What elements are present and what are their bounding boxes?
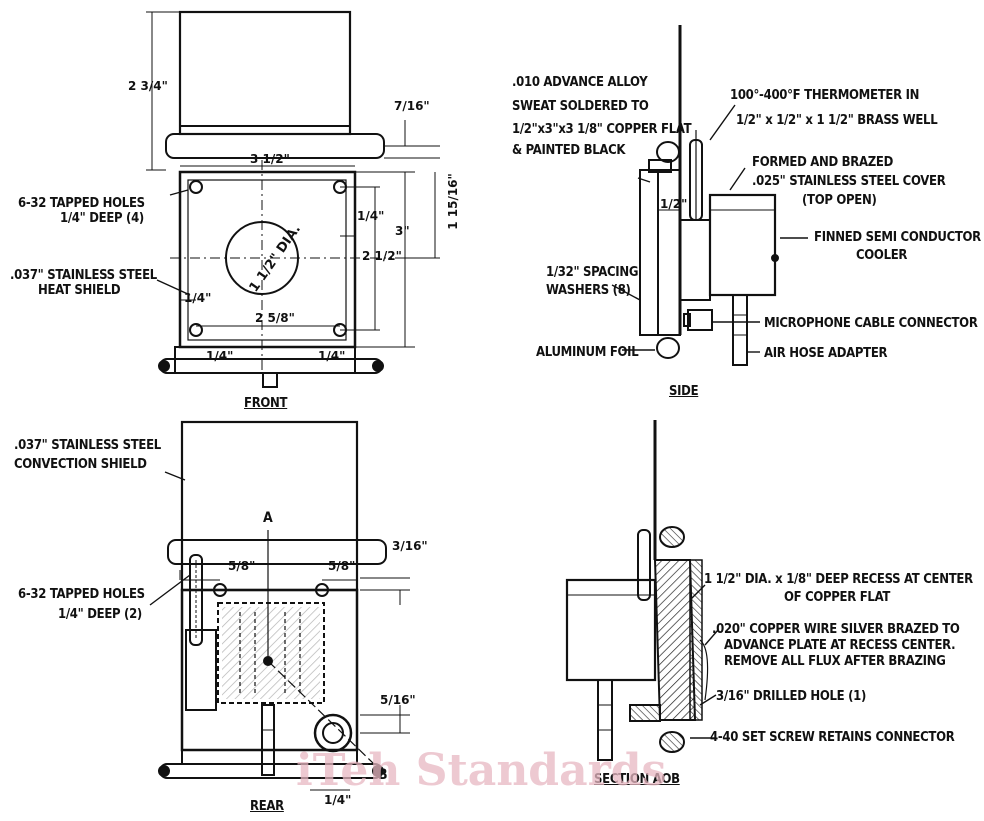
side-mic-label: MICROPHONE CABLE CONNECTOR	[764, 316, 978, 331]
view-title-rear: REAR	[250, 799, 284, 814]
front-view	[146, 10, 440, 388]
section-marker-b: B	[378, 767, 388, 783]
label-line: 1 1/2" DIA. x 1/8" DEEP RECESS AT CENTER	[704, 572, 973, 587]
side-washers-label: 1/32" SPACING WASHERS (8)	[546, 265, 638, 298]
section-drilled-label: 3/16" DRILLED HOLE (1)	[716, 689, 867, 704]
label-line: (TOP OPEN)	[802, 193, 877, 208]
rear-dim-5-16: 5/16"	[380, 693, 416, 707]
label-line: 1/2" x 1/2" x 1 1/2" BRASS WELL	[736, 113, 938, 128]
label-line: .037" STAINLESS STEEL	[14, 438, 161, 453]
label-line: .010 ADVANCE ALLOY	[512, 75, 648, 90]
dim-height-top: 2 3/4"	[128, 79, 168, 93]
rear-dim-3-16: 3/16"	[392, 539, 428, 553]
label-line: SWEAT SOLDERED TO	[512, 99, 649, 114]
dim-side-small: 7/16"	[394, 99, 430, 113]
rear-dim-5-8-right: 5/8"	[328, 559, 356, 573]
label-line: 6-32 TAPPED HOLES	[18, 196, 145, 211]
front-heat-shield-label: .037" STAINLESS STEEL HEAT SHIELD	[10, 268, 157, 298]
dim-hole-spacing-h: 2 5/8"	[255, 311, 295, 325]
label-line: 1/2"x3"x3 1/8" COPPER FLAT	[512, 122, 692, 137]
dim-bottom-left: 1/4"	[206, 349, 234, 363]
label-line: 100°-400°F THERMOMETER IN	[730, 88, 920, 103]
dim-quarter-right: 1/4"	[357, 209, 385, 223]
view-title-section: SECTION AOB	[594, 772, 680, 787]
dim-height-plate: 3"	[395, 224, 410, 238]
dim-hole-spacing-v: 2 1/2"	[362, 249, 402, 263]
section-marker-a: A	[263, 510, 273, 526]
section-wire-label: .020" COPPER WIRE SILVER BRAZED TO ADVAN…	[712, 622, 960, 669]
side-advance-alloy-label: .010 ADVANCE ALLOY SWEAT SOLDERED TO 1/2…	[512, 75, 692, 158]
dim-width-top: 3 1/2"	[250, 152, 290, 166]
view-title-side: SIDE	[669, 384, 699, 399]
label-line: FINNED SEMI CONDUCTOR	[814, 230, 981, 245]
label-line: ADVANCE PLATE AT RECESS CENTER.	[724, 638, 956, 653]
front-tapped-holes-label: 6-32 TAPPED HOLES 1/4" DEEP (4)	[18, 196, 145, 226]
label-line: .037" STAINLESS STEEL	[10, 268, 157, 283]
label-line: WASHERS (8)	[546, 283, 631, 298]
label-line: COOLER	[856, 248, 908, 263]
rear-convection-label: .037" STAINLESS STEEL CONVECTION SHIELD	[14, 438, 161, 472]
side-cooler-label: FINNED SEMI CONDUCTOR COOLER	[814, 230, 981, 263]
label-line: REMOVE ALL FLUX AFTER BRAZING	[724, 654, 946, 669]
rear-dim-5-8-left: 5/8"	[228, 559, 256, 573]
label-line: 1/4" DEEP (2)	[58, 607, 142, 622]
side-view	[611, 25, 808, 366]
side-air-hose-label: AIR HOSE ADAPTER	[764, 346, 888, 361]
view-title-front: FRONT	[244, 396, 288, 411]
label-line: OF COPPER FLAT	[784, 590, 890, 605]
label-line: HEAT SHIELD	[38, 283, 121, 298]
dim-bottom-right: 1/4"	[318, 349, 346, 363]
rear-dim-1-4: 1/4"	[324, 793, 352, 807]
label-line: .020" COPPER WIRE SILVER BRAZED TO	[712, 622, 960, 637]
rear-view	[149, 420, 410, 791]
section-view	[565, 420, 719, 761]
side-foil-label: ALUMINUM FOIL	[536, 345, 639, 360]
rear-tapped-holes-label: 6-32 TAPPED HOLES 1/4" DEEP (2)	[18, 587, 145, 622]
section-recess-label: 1 1/2" DIA. x 1/8" DEEP RECESS AT CENTER…	[704, 572, 973, 605]
side-thermometer-label: 100°-400°F THERMOMETER IN 1/2" x 1/2" x …	[730, 88, 938, 128]
label-line: .025" STAINLESS STEEL COVER	[752, 174, 946, 189]
dim-side-large: 1 15/16"	[445, 173, 460, 230]
side-cover-label: FORMED AND BRAZED .025" STAINLESS STEEL …	[752, 155, 946, 208]
label-line: FORMED AND BRAZED	[752, 155, 894, 170]
section-set-screw-label: 4-40 SET SCREW RETAINS CONNECTOR	[710, 730, 955, 745]
label-line: CONVECTION SHIELD	[14, 457, 147, 472]
watermark: iTeh Standards	[296, 745, 667, 796]
label-line: 6-32 TAPPED HOLES	[18, 587, 145, 602]
label-line: 1/4" DEEP (4)	[60, 211, 144, 226]
label-line: 1/32" SPACING	[546, 265, 639, 280]
dim-quarter-left: 1/4"	[184, 291, 212, 305]
label-line: & PAINTED BLACK	[512, 143, 626, 158]
side-dim-half: 1/2"	[660, 197, 688, 211]
